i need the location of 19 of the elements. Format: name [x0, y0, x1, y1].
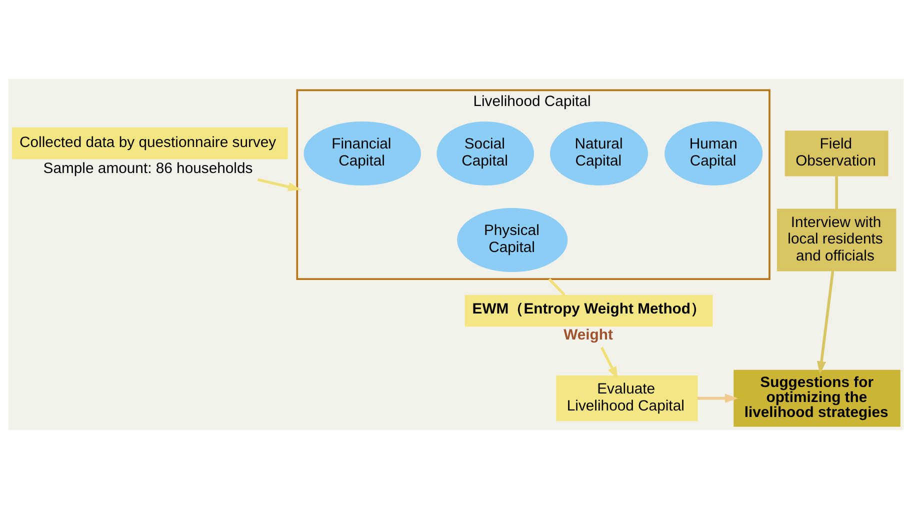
node-ellipse: Human Capital [664, 120, 763, 185]
node-label: Weight [564, 326, 613, 343]
node-ellipse: Physical Capital [457, 207, 568, 272]
node-ellipse: Social Capital [436, 120, 534, 185]
node-box: EWM（Entropy Weight Method） [464, 294, 713, 326]
node-box: Interview with local residents and officials [776, 208, 896, 271]
node-label: Sample amount: 86 households [43, 160, 253, 176]
node-box: Evaluate Livelihood Capital [556, 375, 698, 421]
node-ellipse: Financial Capital [304, 120, 422, 185]
arrow [257, 178, 302, 191]
connector [548, 278, 566, 296]
node-box: Suggestions for optimizing the livelihood strategies [734, 369, 900, 426]
node-ellipse: Natural Capital [550, 120, 648, 185]
arrow [816, 270, 834, 374]
node-box: Collected data by questionnaire survey [12, 126, 288, 159]
connector [835, 176, 838, 209]
arrow [697, 393, 738, 402]
arrow [600, 346, 618, 380]
node-box: Field Observation [784, 130, 888, 176]
